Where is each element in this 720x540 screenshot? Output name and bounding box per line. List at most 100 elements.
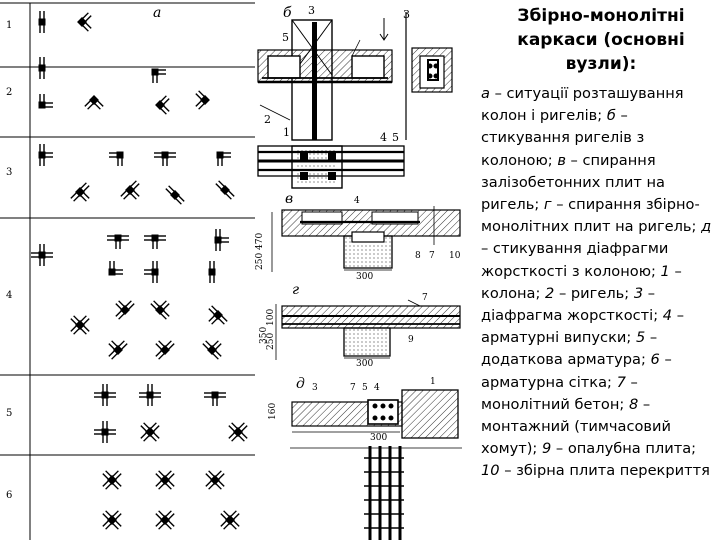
row-number: 2 — [6, 87, 12, 98]
column-symbol — [109, 151, 124, 166]
svg-text:250: 250 — [255, 253, 265, 270]
column-symbol — [139, 384, 161, 406]
caption-key: 5 — [635, 329, 646, 347]
column-symbol — [154, 151, 176, 166]
caption-text: – ситуації розташування колон і ригелів; — [481, 85, 684, 125]
svg-text:5: 5 — [282, 31, 289, 44]
caption-text: – спирання залізобетонних плит на ригель… — [481, 151, 666, 214]
column-symbol — [70, 182, 90, 202]
caption-text: – ригель; — [554, 284, 634, 302]
panel-v-slab-support — [271, 206, 461, 272]
panel-g-dims: 350 100 250 300 9 7 — [259, 293, 428, 369]
column-symbol — [204, 391, 226, 406]
panel-b-callouts: 3 3 5 2 1 4 5 — [264, 4, 410, 144]
column-symbol — [31, 244, 53, 266]
column-symbol — [202, 340, 222, 360]
column-symbol — [155, 470, 175, 490]
caption-key: в — [557, 151, 566, 169]
column-symbol — [144, 234, 166, 249]
svg-text:100: 100 — [266, 309, 276, 326]
column-symbol — [94, 421, 116, 443]
column-symbol — [140, 422, 160, 442]
svg-text:300: 300 — [356, 272, 373, 282]
caption-key: б — [606, 107, 616, 125]
column-symbol — [77, 12, 92, 32]
caption-text: – опалубна плита; — [551, 440, 697, 458]
panel-label-d: д — [296, 376, 305, 392]
svg-text:3: 3 — [308, 4, 315, 17]
column-symbol — [120, 180, 140, 200]
column-symbol — [155, 510, 175, 530]
column-symbol — [151, 68, 166, 83]
caption-text: – стикування діафрагми жорсткості з коло… — [481, 240, 669, 280]
svg-text:300: 300 — [356, 359, 373, 369]
column-symbol — [165, 185, 185, 205]
column-symbol — [107, 234, 129, 249]
column-symbol — [94, 384, 116, 406]
column-symbol — [150, 300, 170, 320]
caption-key: 1 — [660, 262, 670, 280]
svg-text:7: 7 — [350, 383, 356, 393]
column-layout-symbols — [31, 11, 248, 530]
row-number: 3 — [6, 167, 12, 178]
caption-key: 8 — [628, 395, 639, 413]
row-number: 4 — [6, 290, 12, 301]
column-symbol — [70, 315, 90, 335]
column-symbol — [38, 144, 53, 166]
column-symbol — [155, 340, 175, 360]
column-symbol — [102, 510, 122, 530]
svg-text:1: 1 — [283, 126, 290, 139]
caption-key: 2 — [545, 284, 555, 302]
panel-label-a: а — [153, 5, 161, 21]
column-symbol — [38, 57, 46, 79]
column-symbol — [214, 229, 229, 251]
column-symbol — [215, 180, 235, 200]
svg-text:3: 3 — [312, 383, 318, 393]
caption-key: 3 — [633, 284, 644, 302]
caption-text: – монолітний бетон; — [481, 373, 638, 413]
svg-text:2: 2 — [264, 113, 271, 126]
column-symbol — [155, 95, 170, 115]
svg-text:5: 5 — [362, 383, 368, 393]
slide-title: Збірно-монолітні каркаси (основні вузли)… — [517, 6, 685, 74]
row-number: 1 — [6, 20, 12, 31]
column-symbol — [115, 300, 135, 320]
panel-d-diaphragm-joint — [290, 389, 462, 540]
caption-text: – арматурні випуски; — [481, 307, 685, 347]
column-symbol — [144, 261, 159, 283]
column-symbol — [205, 470, 225, 490]
caption-text: – діафрагма жорсткості; — [481, 284, 663, 325]
column-symbol — [208, 261, 216, 283]
column-symbol — [216, 151, 231, 166]
caption-text: – спирання збірно-монолітних плит на риг… — [481, 196, 702, 236]
column-symbol — [208, 305, 228, 325]
svg-text:8: 8 — [415, 251, 421, 261]
svg-text:5: 5 — [392, 131, 399, 144]
column-symbol — [228, 422, 248, 442]
svg-text:160: 160 — [268, 403, 278, 420]
slide-caption: а – ситуації розташування колон і ригелі… — [481, 83, 717, 483]
layout-table — [0, 2, 255, 540]
svg-text:7: 7 — [429, 251, 435, 261]
panel-d-dims: 160 300 3 7 5 4 1 — [268, 377, 436, 443]
caption-text: – колона; — [481, 262, 682, 302]
panel-v-dims: 470 250 300 4 8 7 10 — [255, 196, 461, 282]
panel-label-v: в — [285, 191, 293, 207]
caption-key: 6 — [650, 351, 660, 369]
column-symbol — [108, 261, 123, 276]
svg-text:4: 4 — [380, 131, 387, 144]
column-symbol — [195, 90, 210, 110]
caption-text: – додаткова арматура; — [481, 329, 658, 369]
caption-key: г — [543, 196, 552, 214]
caption-text: – монтажний (тимчасовий хомут); — [481, 395, 671, 458]
caption-text: – збірна плита перекриття — [499, 462, 710, 480]
svg-text:4: 4 — [374, 383, 380, 393]
column-symbol — [220, 510, 240, 530]
panel-label-b: б — [283, 5, 292, 21]
panel-label-g: г — [292, 282, 299, 298]
panel-g-slab-support — [275, 299, 461, 360]
svg-text:3: 3 — [403, 8, 410, 21]
caption-text: – стикування ригелів з колоною; — [481, 107, 645, 169]
